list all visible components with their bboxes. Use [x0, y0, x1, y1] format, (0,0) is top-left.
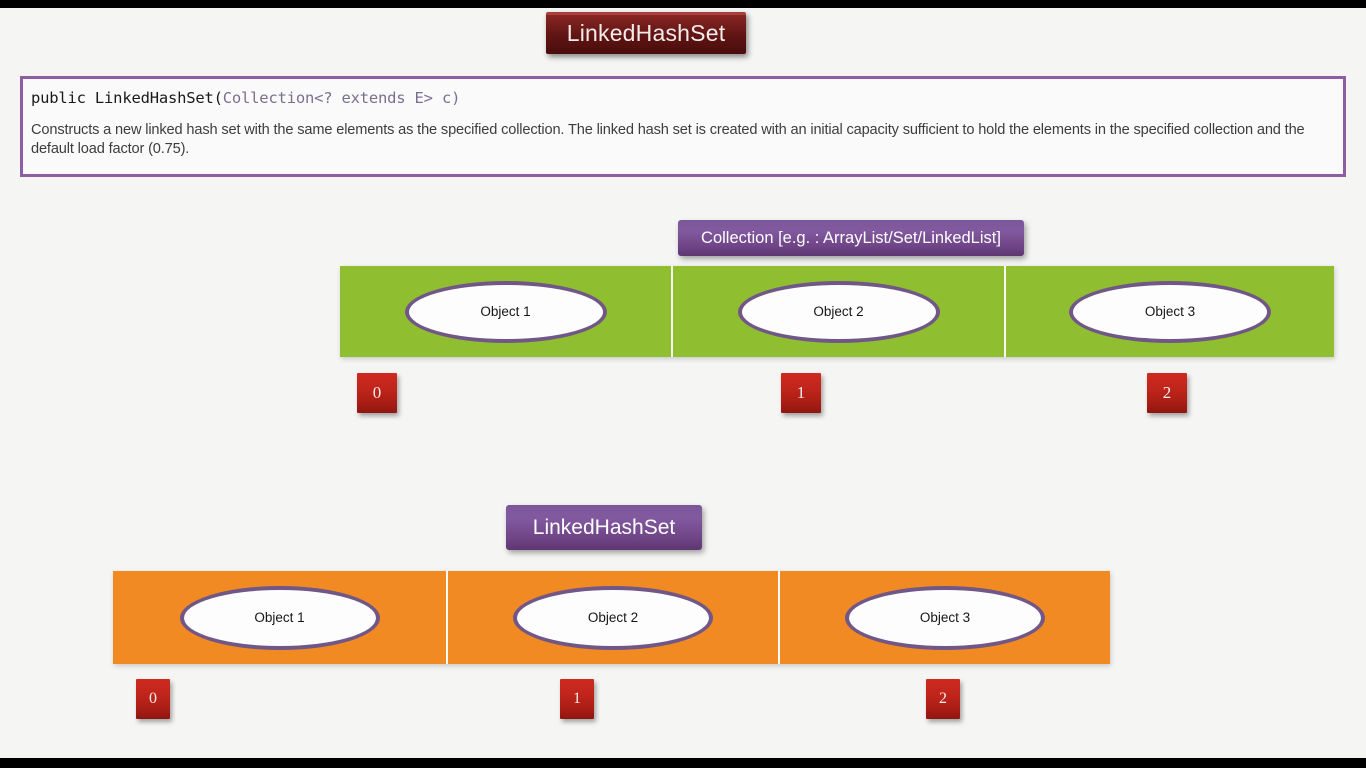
slide-title-badge: LinkedHashSet [546, 12, 746, 54]
slide-canvas: LinkedHashSet public LinkedHashSet(Colle… [0, 8, 1366, 758]
linkedhashset-index-badge-2: 2 [926, 679, 960, 719]
collection-cell-1: Object 2 [671, 266, 1004, 357]
linkedhashset-object-oval-2: Object 3 [845, 585, 1045, 650]
linkedhashset-label-badge: LinkedHashSet [506, 505, 702, 550]
collection-object-oval-1: Object 2 [737, 280, 940, 343]
linkedhashset-object-oval-0: Object 1 [179, 585, 380, 650]
code-description-box: public LinkedHashSet(Collection<? extend… [20, 76, 1346, 177]
collection-cell-0: Object 1 [340, 266, 671, 357]
linkedhashset-cell-0: Object 1 [113, 571, 446, 664]
collection-index-badge-0: 0 [357, 373, 397, 413]
linkedhashset-cell-1: Object 2 [446, 571, 778, 664]
linkedhashset-strip: Object 1 Object 2 Object 3 [113, 571, 1110, 664]
signature-prefix: public LinkedHashSet( [31, 89, 223, 107]
method-signature: public LinkedHashSet(Collection<? extend… [31, 89, 1335, 107]
method-description: Constructs a new linked hash set with th… [31, 122, 1305, 157]
collection-index-badge-2: 2 [1147, 373, 1187, 413]
collection-object-oval-0: Object 1 [404, 280, 607, 343]
collection-index-badge-1: 1 [781, 373, 821, 413]
collection-label-badge: Collection [e.g. : ArrayList/Set/LinkedL… [678, 220, 1024, 256]
linkedhashset-index-badge-0: 0 [136, 679, 170, 719]
signature-generic-parameter: Collection<? extends E> c) [222, 89, 461, 107]
collection-cell-2: Object 3 [1004, 266, 1334, 357]
collection-strip: Object 1 Object 2 Object 3 [340, 266, 1334, 357]
collection-object-oval-2: Object 3 [1069, 280, 1271, 343]
linkedhashset-cell-2: Object 3 [778, 571, 1110, 664]
linkedhashset-object-oval-1: Object 2 [513, 585, 713, 650]
linkedhashset-index-badge-1: 1 [560, 679, 594, 719]
